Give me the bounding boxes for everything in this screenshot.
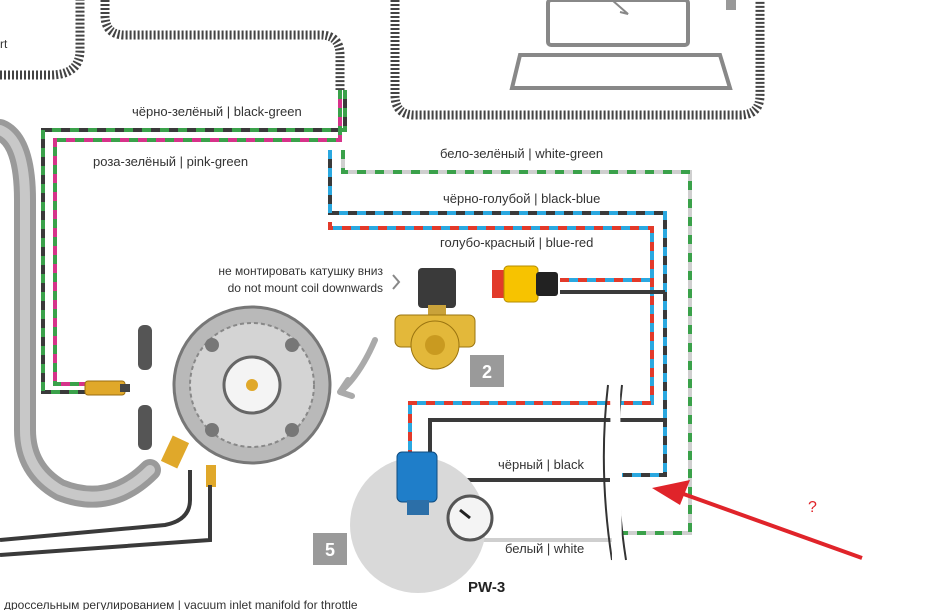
badge-2-text: 2: [482, 362, 492, 382]
valve-connector: [492, 265, 665, 303]
mount-direction-arrow: [337, 337, 378, 399]
wire-white-green: [341, 150, 692, 535]
wire-black: [428, 418, 665, 455]
label-pink-green: роза-зелёный | pink-green: [93, 154, 248, 169]
vacuum-hose-top: [100, 0, 345, 90]
label-black-blue: чёрно-голубой | black-blue: [443, 191, 600, 206]
coil-note-en: do not mount coil downwards: [228, 281, 383, 295]
reducer-outlet-hose-2: [0, 485, 212, 557]
vacuum-hose-left: [0, 0, 85, 80]
label-white-green: бело-зелёный | white-green: [440, 146, 603, 161]
reducer-evaporator: [84, 305, 332, 487]
wire-black-blue: [328, 150, 667, 477]
solenoid-valve: [394, 268, 476, 370]
laptop-cable: [390, 0, 765, 120]
label-blue-red: голубо-красный | blue-red: [440, 235, 593, 250]
red-arrow-icon: [652, 480, 863, 560]
coil-note-ru: не монтировать катушку вниз: [218, 264, 383, 278]
pressure-sensor: [350, 451, 494, 593]
label-black-green: чёрно-зелёный | black-green: [132, 104, 302, 119]
badge-2: 2: [470, 355, 504, 387]
wire-break-mark: [602, 384, 627, 561]
connector-stub: [726, 0, 736, 10]
badge-5-text: 5: [325, 540, 335, 560]
reducer-outlet-hose: [0, 470, 192, 542]
label-black: чёрный | black: [498, 457, 584, 472]
laptop-icon: [509, 0, 733, 90]
main-gas-hose-inner: [0, 125, 155, 502]
wire-black-sensor: [463, 478, 610, 490]
badge-5: 5: [313, 533, 347, 565]
top-left-fragment: rt: [0, 37, 8, 51]
question-mark: ?: [808, 499, 817, 516]
product-label: PW-3: [468, 579, 505, 596]
bottom-note: дроссельным регулированием | vacuum inle…: [4, 598, 358, 610]
coil-note-arrow: [392, 274, 401, 290]
wire-black-green: [41, 90, 347, 394]
wire-pink-green: [53, 90, 342, 386]
label-white: белый | white: [505, 541, 584, 556]
wire-blue-red: [328, 222, 654, 455]
wire-white: [468, 525, 620, 542]
